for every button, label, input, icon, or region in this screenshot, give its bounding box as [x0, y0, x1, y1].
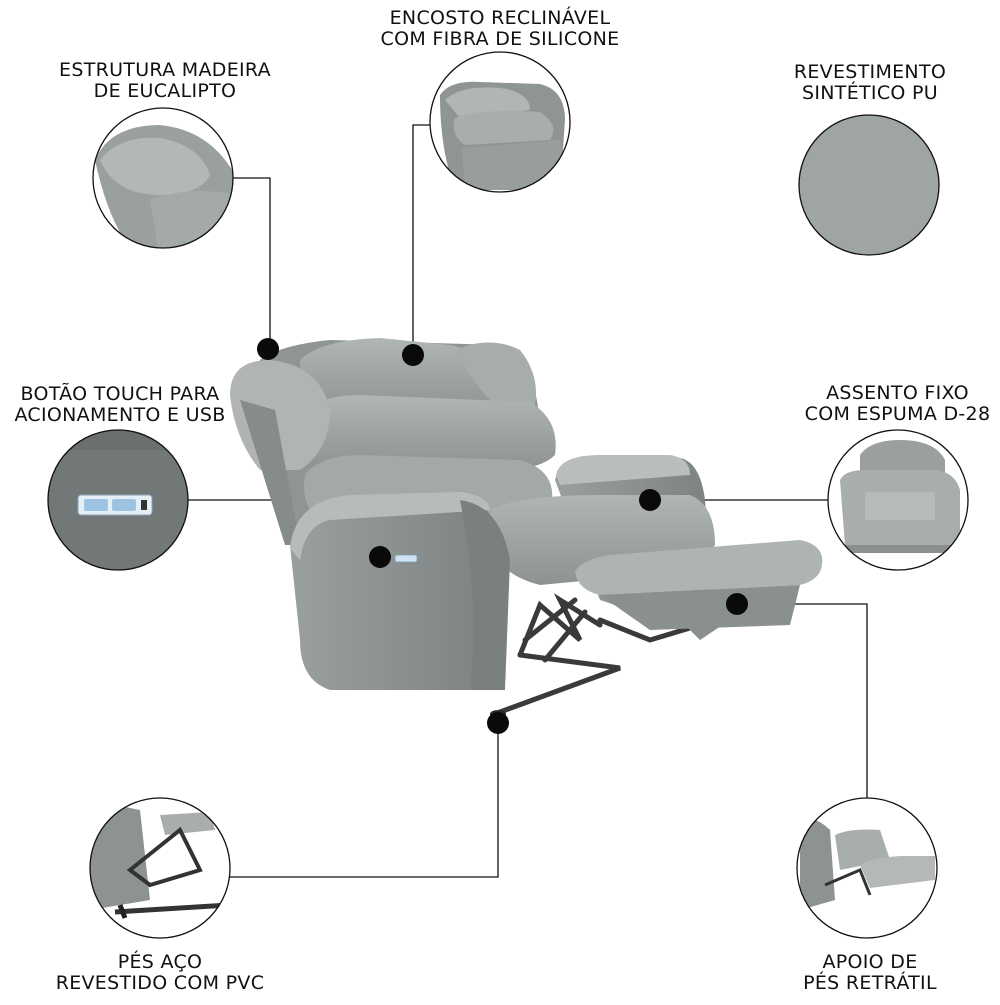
marker-backrest: [402, 344, 424, 366]
marker-button: [369, 546, 391, 568]
marker-frame: [257, 338, 279, 360]
steel-mechanism: [497, 593, 703, 715]
feature-markers: [257, 338, 748, 734]
usb-port-icon: [141, 500, 147, 510]
touch-button-icon: [84, 499, 108, 511]
marker-feet: [487, 712, 509, 734]
touch-button-icon: [394, 554, 418, 563]
recliner-chair: [230, 338, 823, 718]
marker-footrest: [726, 593, 748, 615]
detail-circle-upholstery: [798, 114, 940, 256]
detail-circle-footrest: [796, 797, 938, 939]
marker-seat: [639, 489, 661, 511]
detail-circle-button: [47, 429, 189, 571]
detail-circle-feet: [89, 797, 231, 939]
detail-circle-seat: [827, 429, 969, 571]
detail-circle-backrest: [429, 51, 571, 193]
detail-circle-frame: [92, 107, 234, 249]
